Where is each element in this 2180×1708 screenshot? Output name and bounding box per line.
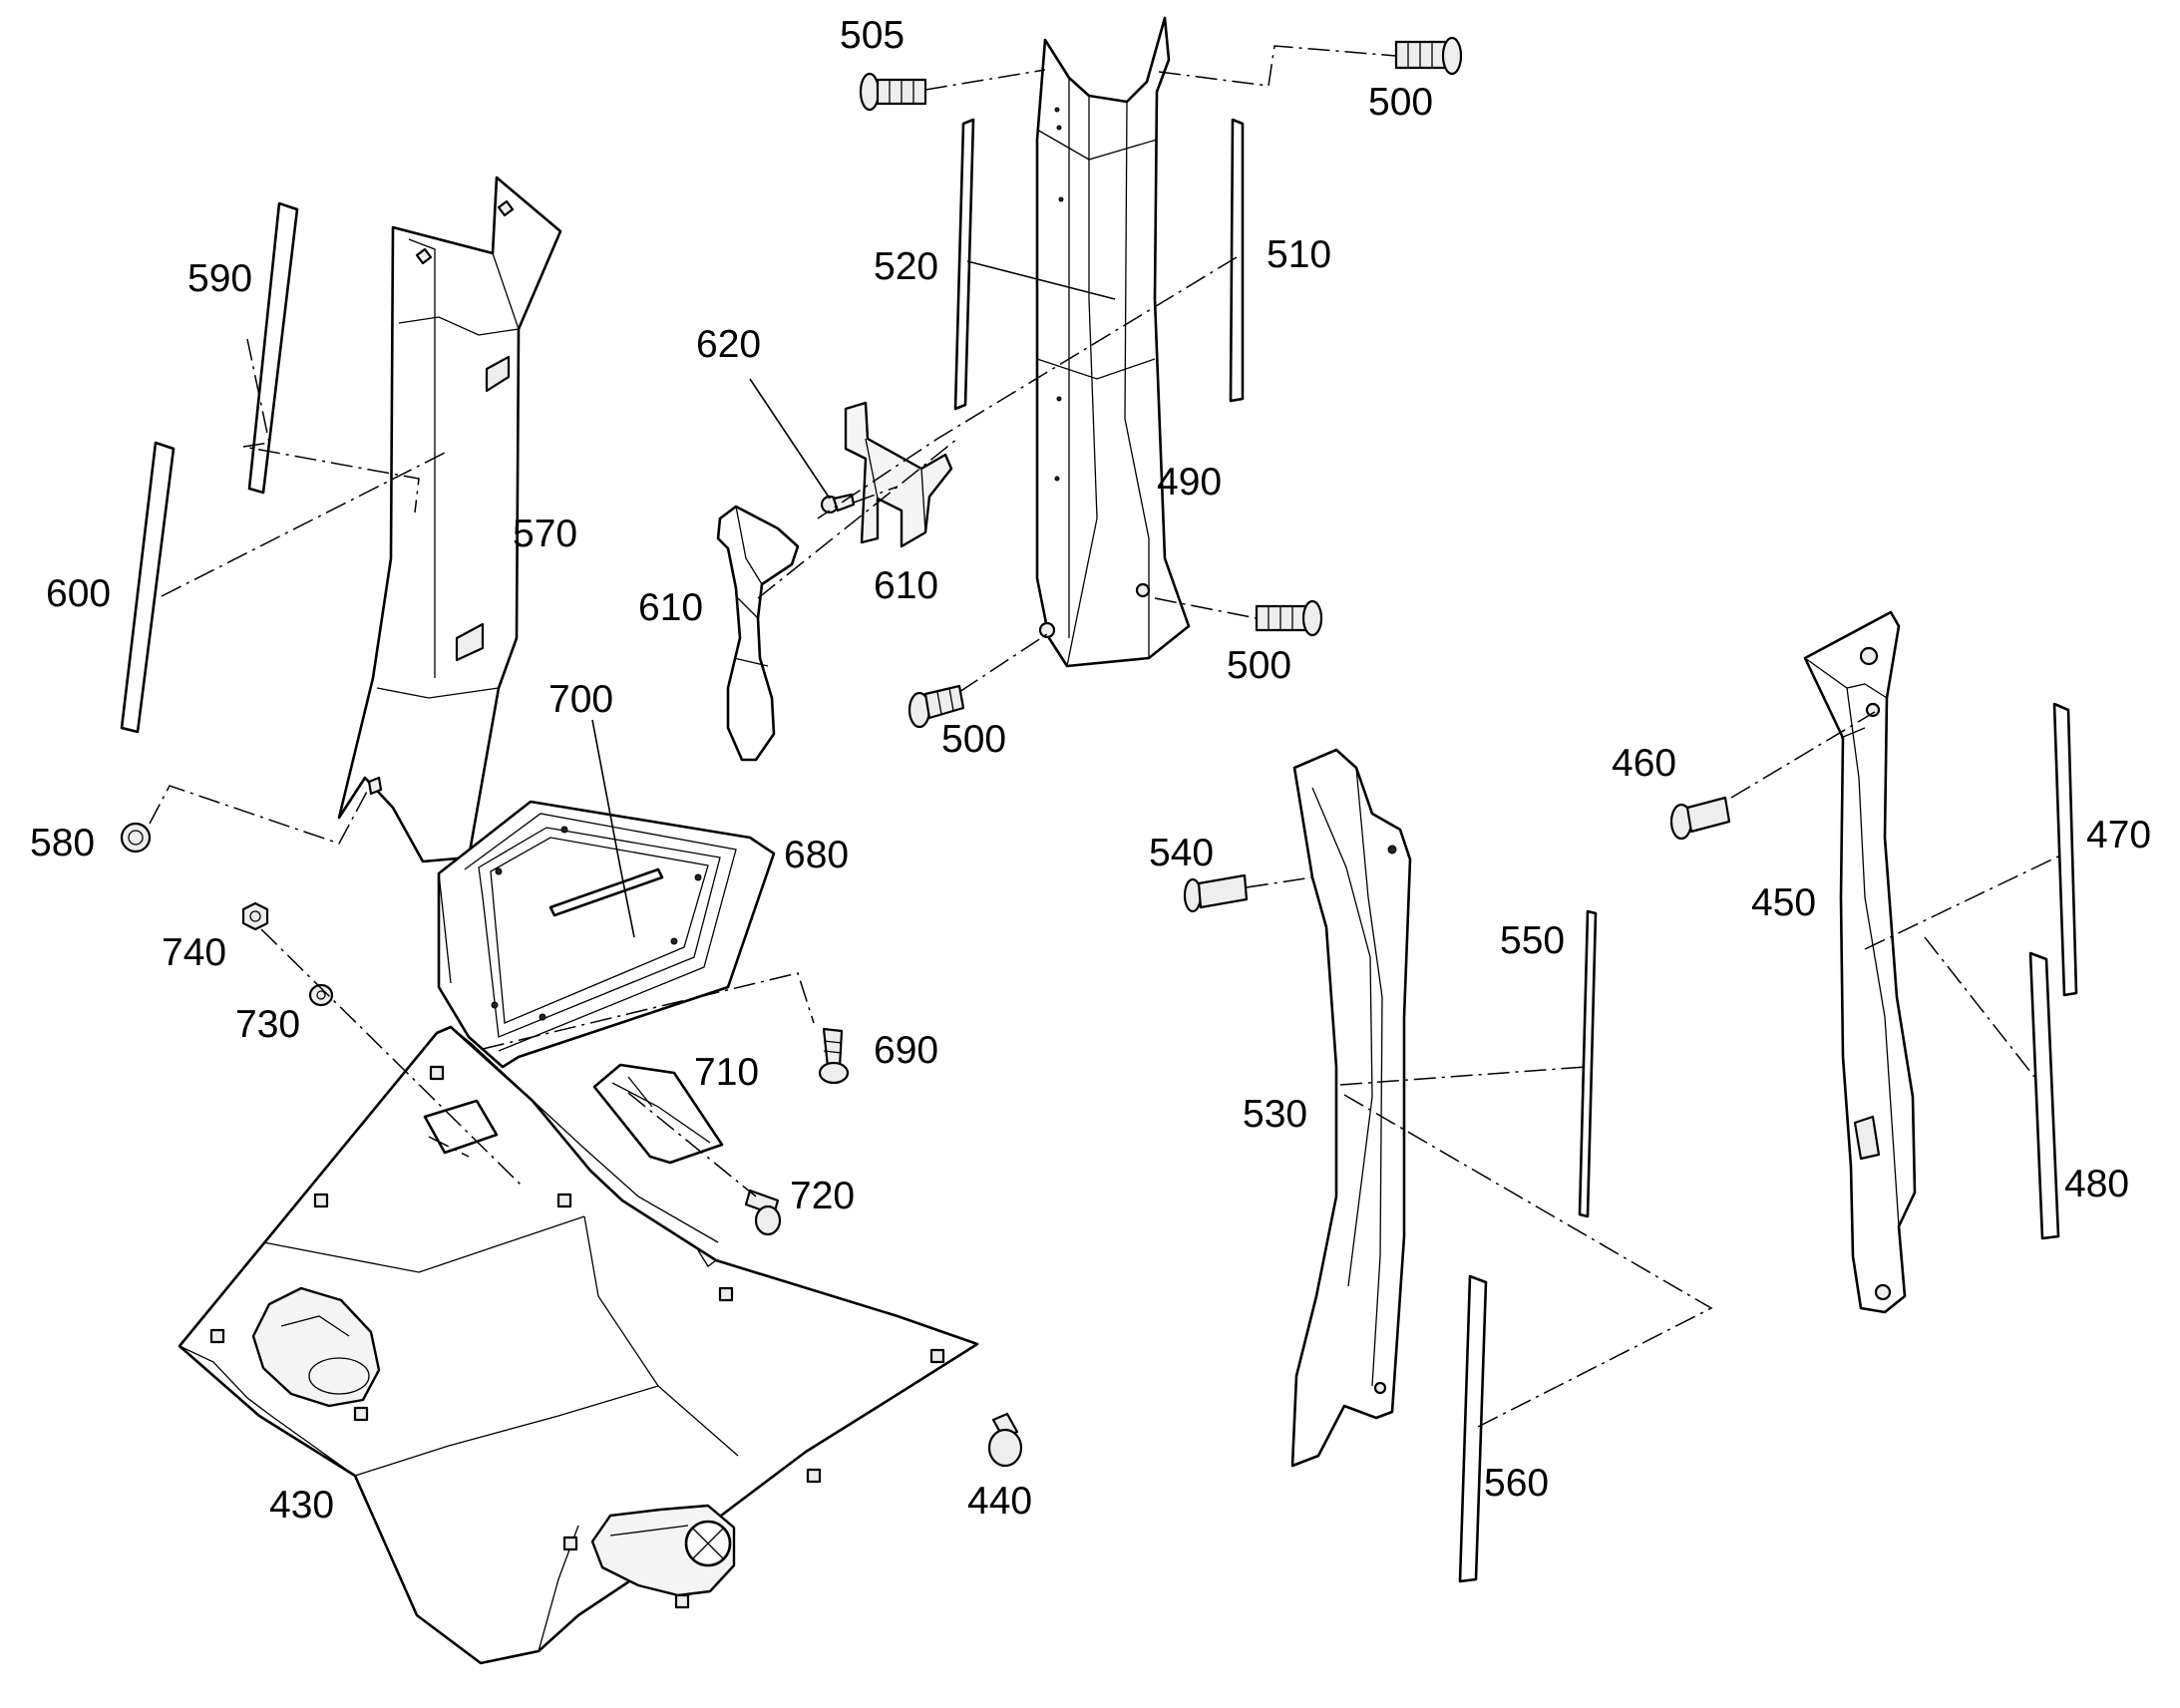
part-450-right-pillar xyxy=(1803,610,1917,1314)
callout-700: 700 xyxy=(548,678,613,721)
callout-690: 690 xyxy=(874,1029,938,1072)
callout-440: 440 xyxy=(967,1480,1032,1523)
callout-450: 450 xyxy=(1751,881,1816,924)
callout-labels: 505 500 520 510 590 620 490 570 600 610 … xyxy=(30,14,2151,1527)
part-460-screw xyxy=(1669,796,1731,841)
part-500-screw-top xyxy=(1394,36,1463,76)
callout-500-top: 500 xyxy=(1368,81,1433,124)
part-570-left-pillar xyxy=(337,175,562,863)
part-580-clip xyxy=(120,822,152,854)
callout-580: 580 xyxy=(30,822,95,864)
callout-720: 720 xyxy=(790,1175,855,1217)
part-680-box xyxy=(437,800,776,1069)
callout-460: 460 xyxy=(1612,742,1676,785)
part-540-screw xyxy=(1183,873,1249,913)
callout-500-right: 500 xyxy=(1227,644,1291,687)
callout-590: 590 xyxy=(187,257,252,300)
part-710-cover xyxy=(592,1063,724,1165)
part-530-pillar xyxy=(1290,748,1412,1468)
part-430-lower-panel xyxy=(178,1025,979,1665)
part-500-screw-left xyxy=(908,684,965,729)
part-520-strip xyxy=(953,118,975,411)
part-560-strip xyxy=(1458,1274,1488,1583)
callout-550: 550 xyxy=(1500,919,1565,962)
callout-510: 510 xyxy=(1267,233,1331,276)
part-600-strip xyxy=(120,441,176,734)
callout-505: 505 xyxy=(840,14,905,57)
callout-620: 620 xyxy=(696,323,761,366)
callout-610-handle: 610 xyxy=(638,586,703,629)
callout-500-left: 500 xyxy=(941,718,1006,761)
callout-530: 530 xyxy=(1243,1093,1307,1136)
callout-570: 570 xyxy=(513,512,577,555)
callout-560: 560 xyxy=(1484,1462,1549,1505)
callout-730: 730 xyxy=(235,1003,300,1046)
part-730-washer xyxy=(308,983,334,1007)
part-500-screw-right xyxy=(1255,599,1323,637)
leader-lines xyxy=(149,45,2061,1429)
callout-470: 470 xyxy=(2086,814,2151,856)
part-740-nut xyxy=(241,901,269,931)
part-490-center-column xyxy=(1035,16,1191,668)
callout-710: 710 xyxy=(694,1051,759,1094)
part-610-bracket xyxy=(844,401,953,548)
callout-520: 520 xyxy=(874,245,938,288)
callout-490: 490 xyxy=(1157,461,1222,504)
callout-600: 600 xyxy=(46,572,111,615)
part-700-slot xyxy=(548,867,664,917)
part-480-strip xyxy=(2028,951,2060,1240)
callout-430: 430 xyxy=(269,1484,334,1527)
part-690-screw xyxy=(818,1027,850,1085)
part-440-pushpin xyxy=(987,1412,1023,1468)
part-620-screw xyxy=(820,493,856,514)
part-720-screw xyxy=(744,1189,782,1236)
part-470-strip xyxy=(2052,702,2078,997)
callout-480: 480 xyxy=(2064,1163,2129,1205)
callout-680: 680 xyxy=(784,834,849,876)
part-505-screw xyxy=(859,72,927,112)
callout-610-bracket: 610 xyxy=(874,564,938,607)
part-590-strip xyxy=(247,201,299,495)
callout-740: 740 xyxy=(162,931,226,974)
part-510-strip xyxy=(1229,118,1245,403)
part-550-strip xyxy=(1578,909,1598,1218)
part-610-handle xyxy=(716,505,800,762)
callout-540: 540 xyxy=(1149,832,1214,874)
